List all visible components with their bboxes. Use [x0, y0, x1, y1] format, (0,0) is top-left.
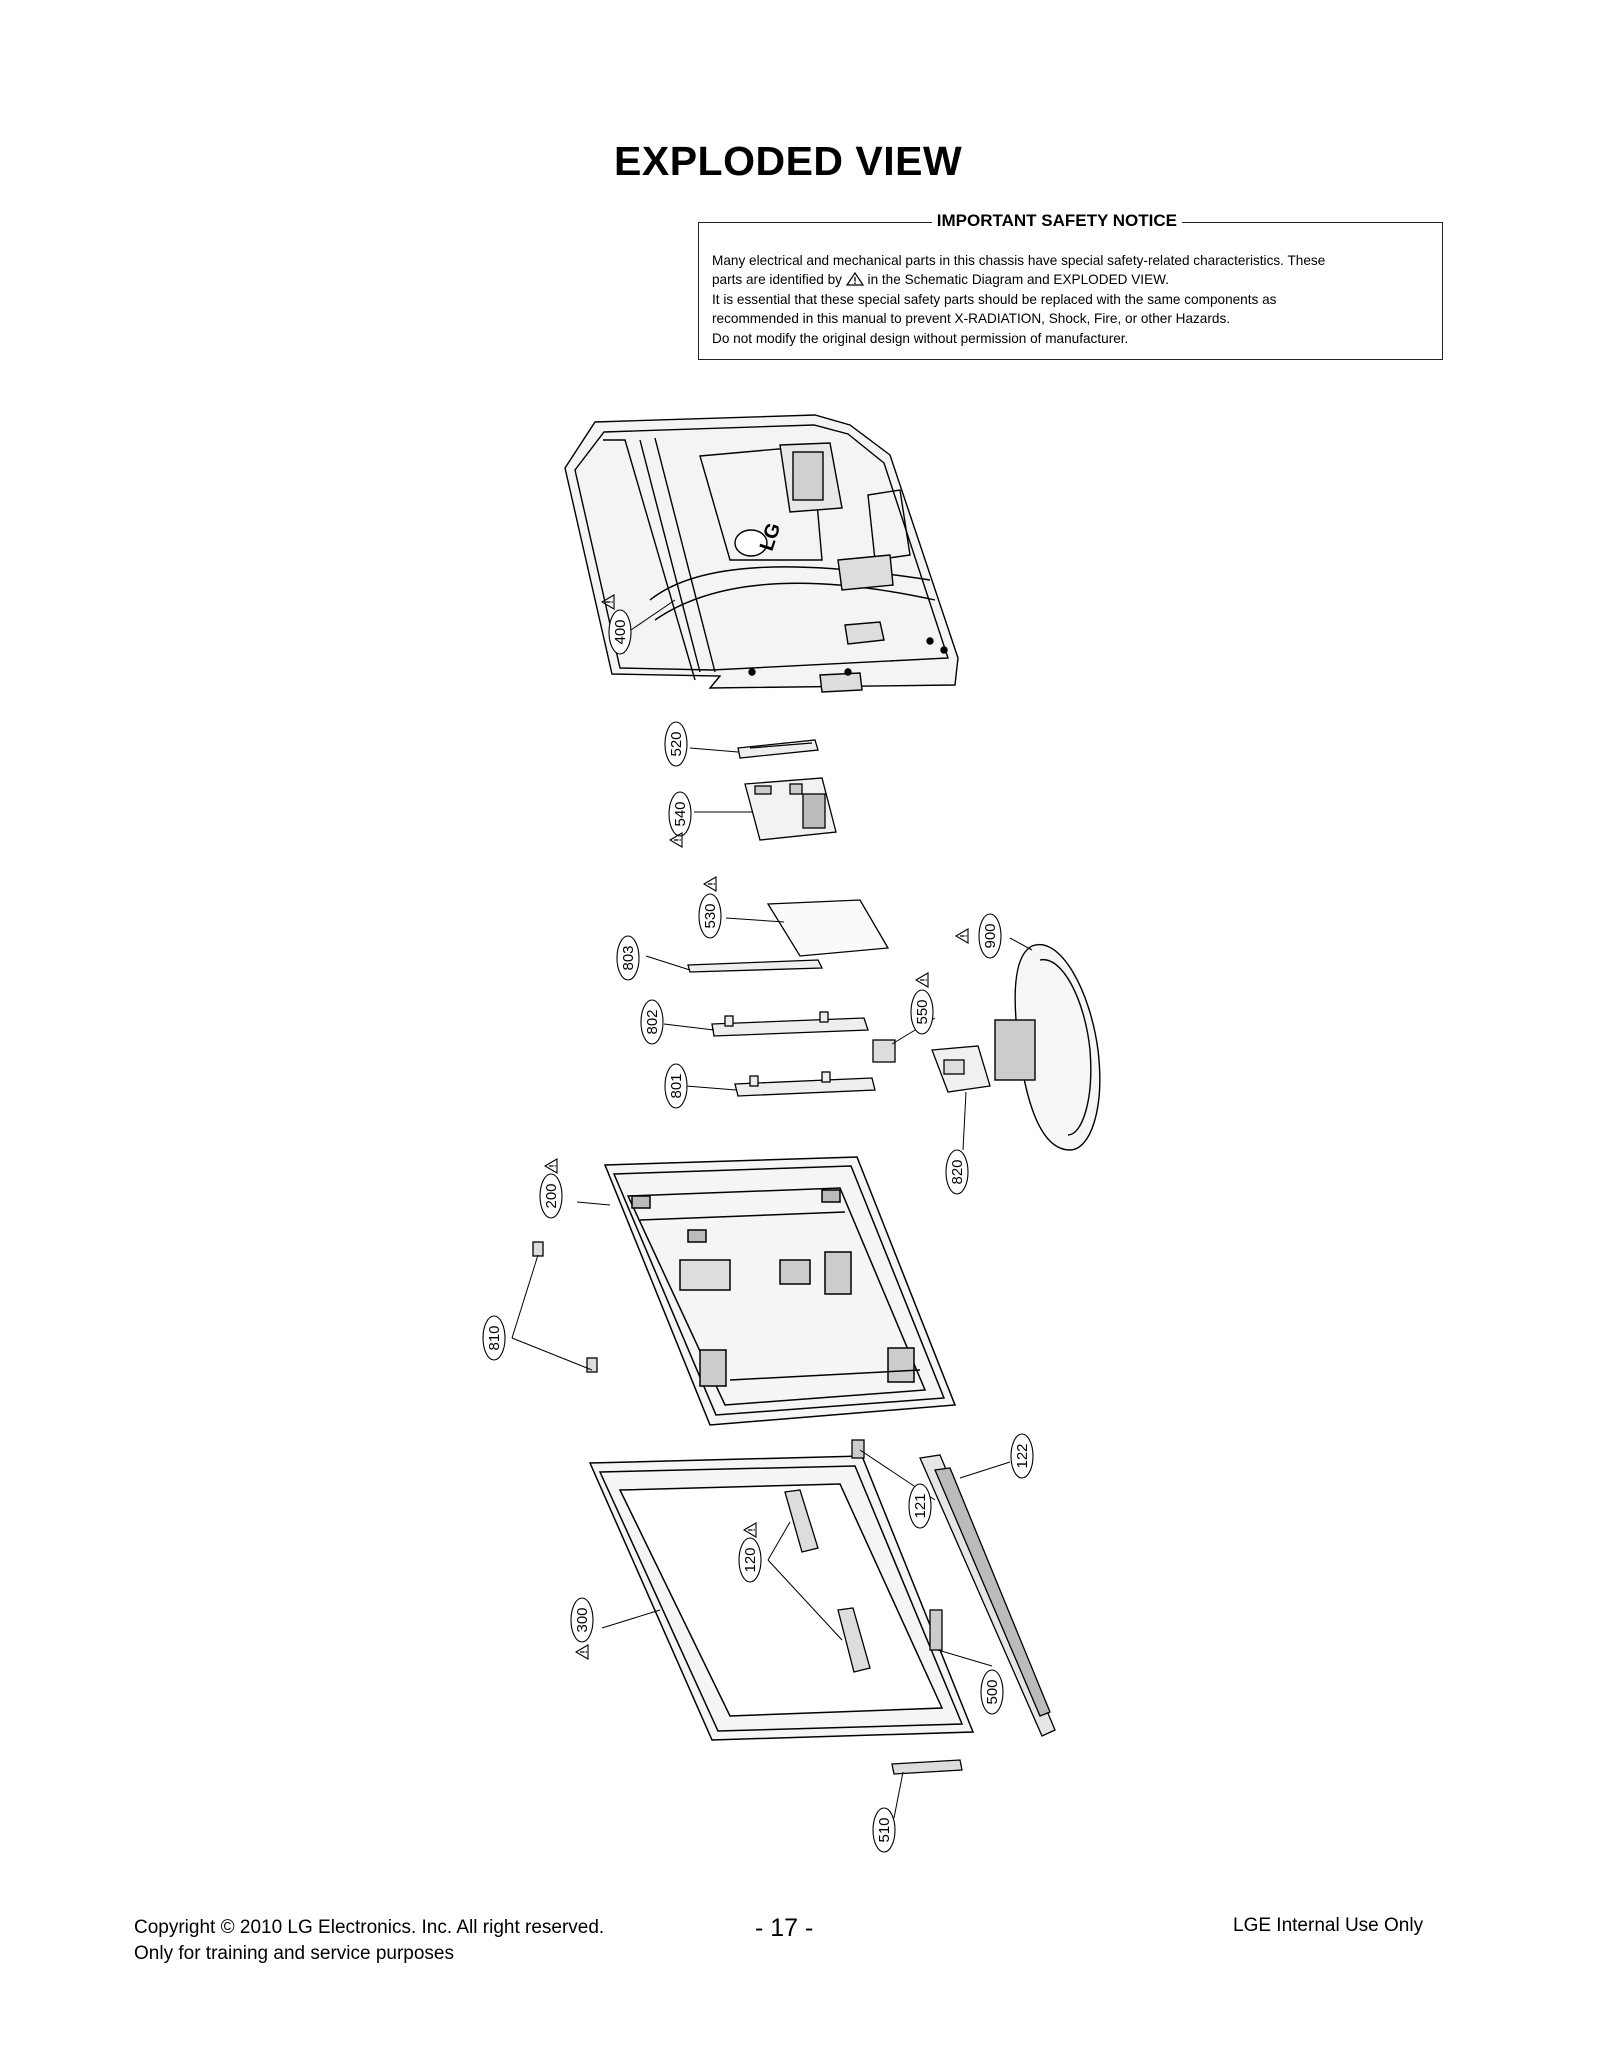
part-callout-550: 550 [910, 989, 934, 1035]
part-number-label: 803 [620, 945, 637, 970]
notice-line: Do not modify the original design withou… [712, 330, 1129, 346]
part-number-label: 530 [702, 903, 719, 928]
part-number-label: 540 [672, 801, 689, 826]
part-number-label: 122 [1014, 1443, 1031, 1468]
safety-warning-icon [703, 876, 717, 892]
part-callout-510: 510 [872, 1807, 896, 1853]
part-callout-122: 122 [1010, 1433, 1034, 1479]
footer-copyright: Copyright © 2010 LG Electronics. Inc. Al… [134, 1915, 604, 1967]
part-number-label: 200 [543, 1183, 560, 1208]
bracket-803-part [687, 959, 824, 973]
copyright-text: Copyright © 2010 LG Electronics. Inc. Al… [134, 1917, 605, 1938]
power-board-530-part [766, 899, 890, 957]
notice-line: parts are identified by [712, 272, 842, 288]
bracket-802-part [711, 1011, 869, 1037]
notice-line: It is essential that these special safet… [712, 291, 1277, 307]
notice-line: Many electrical and mechanical parts in … [712, 253, 1326, 268]
part-number-label: 400 [612, 619, 629, 644]
page-number: - 17 - [755, 1914, 814, 1942]
part-number-label: 810 [486, 1325, 503, 1350]
part-number-label: 820 [949, 1159, 966, 1184]
safety-notice-box: IMPORTANT SAFETY NOTICE Many electrical … [698, 211, 1443, 360]
part-number-label: 121 [912, 1493, 929, 1518]
safety-warning-icon [915, 972, 929, 988]
purpose-text: Only for training and service purposes [134, 1943, 454, 1964]
safety-warning-icon [544, 1158, 558, 1174]
panel-frame-200-part [603, 1156, 957, 1426]
control-board-500-part [929, 1609, 943, 1651]
safety-notice-heading: IMPORTANT SAFETY NOTICE [931, 211, 1182, 230]
part-callout-400: 400 [608, 609, 632, 655]
part-callout-520: 520 [664, 721, 688, 767]
page-title: EXPLODED VIEW [614, 138, 963, 184]
side-cover-122-part [919, 1454, 1056, 1737]
safety-notice-text: Many electrical and mechanical parts in … [712, 251, 1430, 348]
part-callout-810: 810 [482, 1315, 506, 1361]
part-callout-802: 802 [640, 999, 664, 1045]
safety-warning-icon [955, 928, 969, 944]
part-number-label: 500 [984, 1679, 1001, 1704]
part-number-label: 900 [982, 923, 999, 948]
bracket-520-part [737, 739, 819, 759]
back-cover-part [564, 414, 959, 693]
part-number-label: 300 [574, 1607, 591, 1632]
part-callout-200: 200 [539, 1173, 563, 1219]
safety-warning-icon [575, 1644, 589, 1660]
part-number-label: 520 [668, 731, 685, 756]
part-callout-500: 500 [980, 1669, 1004, 1715]
part-number-label: 802 [644, 1009, 661, 1034]
stand-base-900-part [994, 943, 1101, 1151]
part-number-label: 550 [914, 999, 931, 1024]
part-callout-801: 801 [664, 1063, 688, 1109]
bracket-510-part [891, 1759, 963, 1775]
bracket-801-part [734, 1071, 876, 1097]
part-number-label: 120 [742, 1547, 759, 1572]
part-callout-530: 530 [698, 893, 722, 939]
speaker-120-part [784, 1489, 871, 1673]
ir-board-121-part [851, 1439, 865, 1459]
internal-use-label: LGE Internal Use Only [1233, 1915, 1424, 1936]
notice-line: in the Schematic Diagram and EXPLODED VI… [867, 272, 1169, 288]
clip-810-part [532, 1241, 598, 1373]
warning-triangle-icon [845, 272, 864, 287]
part-number-label: 801 [668, 1073, 685, 1098]
part-callout-540: 540 [668, 791, 692, 837]
part-callout-820: 820 [945, 1149, 969, 1195]
main-board-540-part [744, 777, 837, 841]
notice-line: recommended in this manual to prevent X-… [712, 311, 1231, 327]
stand-body-820-part [931, 1045, 991, 1093]
component-550-part [872, 1039, 896, 1063]
part-callout-900: 900 [978, 913, 1002, 959]
part-callout-803: 803 [616, 935, 640, 981]
part-callout-120: 120 [738, 1537, 762, 1583]
part-number-label: 510 [876, 1817, 893, 1842]
part-callout-121: 121 [908, 1483, 932, 1529]
part-callout-300: 300 [570, 1597, 594, 1643]
